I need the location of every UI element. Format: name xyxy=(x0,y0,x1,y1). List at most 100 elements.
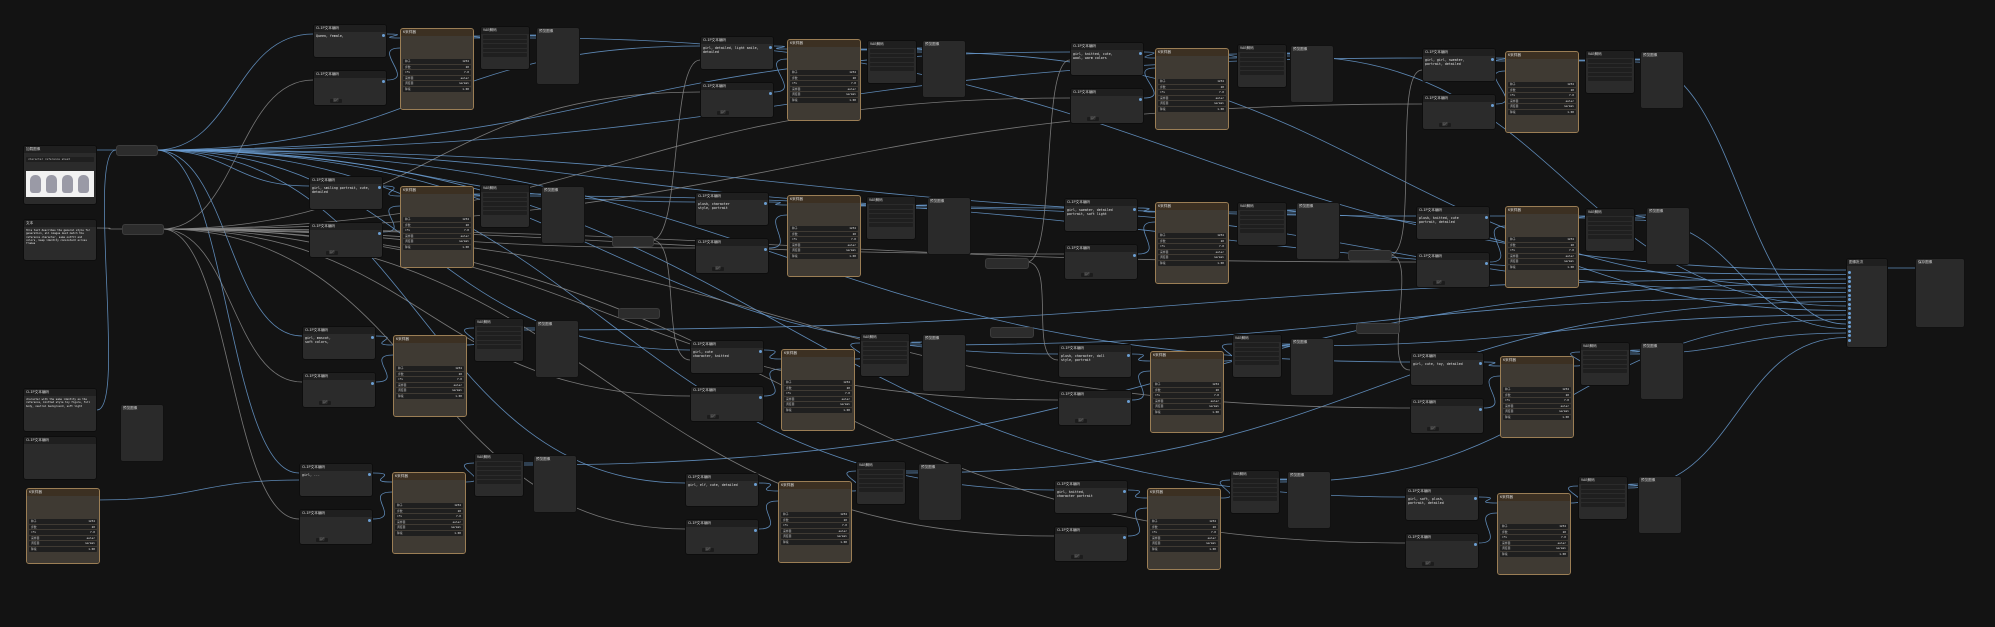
clip-text-encode-node[interactable]: CLIP文本编码运行 xyxy=(690,386,764,422)
vae-widget[interactable] xyxy=(477,345,521,349)
clip-text-encode-node[interactable]: CLIP文本编码运行 xyxy=(1064,244,1138,280)
run-button[interactable]: 运行 xyxy=(717,111,729,115)
clip-text-encode-node[interactable]: CLIP文本编码 xyxy=(23,436,97,480)
vae-widget[interactable] xyxy=(1235,343,1279,347)
input-socket[interactable] xyxy=(1848,311,1851,315)
vae-widget[interactable] xyxy=(483,39,527,44)
vae-widget[interactable] xyxy=(1583,360,1627,364)
vae-widget[interactable] xyxy=(477,480,521,484)
vae-widget[interactable] xyxy=(1588,226,1632,230)
vae-decode-node[interactable]: VAE解码 xyxy=(474,318,524,362)
vae-widget[interactable] xyxy=(477,471,521,475)
output-socket[interactable] xyxy=(1474,497,1477,500)
input-socket[interactable] xyxy=(1848,320,1851,324)
prompt-text[interactable]: plush, character, doll style, portrait xyxy=(1061,354,1105,363)
prompt-text[interactable]: girl, elf, cute, detailed xyxy=(688,483,738,487)
reroute-node[interactable] xyxy=(1356,323,1400,334)
run-button[interactable]: 运行 xyxy=(1071,555,1083,559)
preview-image-node[interactable]: 预览图像 xyxy=(541,186,585,244)
output-socket[interactable] xyxy=(754,483,757,486)
output-socket[interactable] xyxy=(368,519,371,522)
output-socket[interactable] xyxy=(1127,400,1130,403)
preview-image-node[interactable]: 预览图像 xyxy=(918,463,962,521)
vae-widget[interactable] xyxy=(477,340,521,345)
output-socket[interactable] xyxy=(368,473,371,476)
input-socket[interactable] xyxy=(1848,271,1851,274)
prompt-text[interactable]: plush, knitted, cute portrait, detailed xyxy=(1419,216,1459,225)
run-button[interactable]: 运行 xyxy=(1081,273,1093,277)
vae-widget[interactable] xyxy=(859,488,903,492)
input-socket[interactable] xyxy=(1848,298,1851,301)
output-socket[interactable] xyxy=(764,202,767,205)
vae-decode-node[interactable]: VAE解码 xyxy=(1585,50,1635,94)
output-socket[interactable] xyxy=(378,186,381,189)
clip-text-encode-node[interactable]: CLIP文本编码运行 xyxy=(695,238,769,274)
vae-widget[interactable] xyxy=(1240,71,1284,75)
prompt-text[interactable]: plush, character style, portrait xyxy=(698,202,730,211)
output-socket[interactable] xyxy=(1474,543,1477,546)
vae-widget[interactable] xyxy=(870,67,914,71)
vae-decode-node[interactable]: VAE解码 xyxy=(1237,44,1287,88)
vae-widget[interactable] xyxy=(1233,497,1277,501)
vae-widget[interactable] xyxy=(477,327,521,331)
vae-widget[interactable] xyxy=(859,483,903,488)
vae-widget[interactable] xyxy=(1581,498,1625,503)
vae-decode-node[interactable]: VAE解码 xyxy=(860,333,910,377)
output-socket[interactable] xyxy=(754,529,757,532)
vae-widget[interactable] xyxy=(1240,215,1284,220)
vae-decode-node[interactable]: VAE解码 xyxy=(1237,202,1287,246)
output-socket[interactable] xyxy=(759,350,762,353)
vae-decode-node[interactable]: VAE解码 xyxy=(1230,470,1280,514)
vae-widget[interactable] xyxy=(859,470,903,474)
clip-text-encode-node[interactable]: CLIP文本编码运行 xyxy=(309,222,383,258)
clip-text-encode-node[interactable]: CLIP文本编码运行 xyxy=(1070,88,1144,124)
image-batch-node[interactable]: 图像批次 xyxy=(1846,258,1888,348)
clip-text-encode-node[interactable]: CLIP文本编码运行 xyxy=(685,519,759,555)
vae-widget[interactable] xyxy=(863,360,907,364)
vae-widget[interactable] xyxy=(863,346,907,351)
prompt-text[interactable]: girl, mascot, soft colors, xyxy=(305,336,331,345)
output-socket[interactable] xyxy=(1485,216,1488,219)
clip-text-encode-node[interactable]: CLIP文本编码运行 xyxy=(299,509,373,545)
vae-widget[interactable] xyxy=(477,331,521,336)
vae-widget[interactable] xyxy=(1240,229,1284,233)
vae-decode-node[interactable]: VAE解码 xyxy=(867,40,917,84)
output-socket[interactable] xyxy=(1123,490,1126,493)
output-socket[interactable] xyxy=(1139,52,1142,55)
